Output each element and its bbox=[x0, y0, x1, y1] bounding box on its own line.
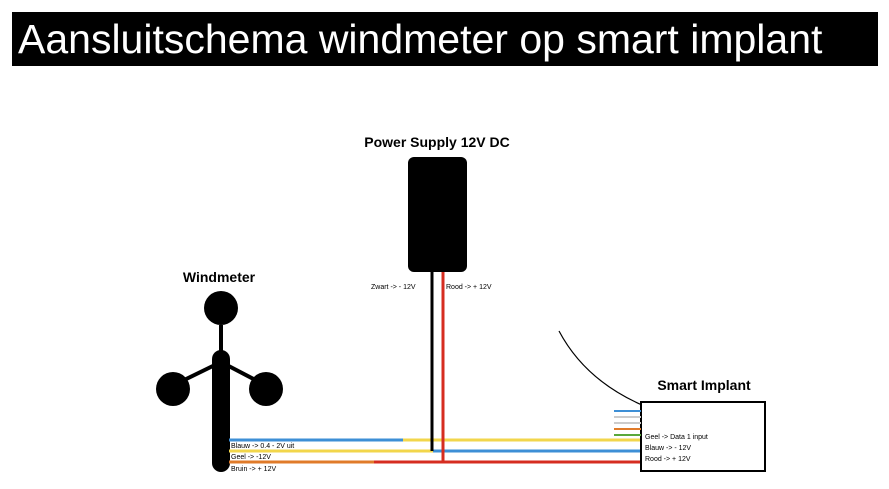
windmeter-label: Windmeter bbox=[183, 269, 256, 285]
power-supply-label: Power Supply 12V DC bbox=[364, 134, 509, 150]
implant-wire-yellow-label: Geel -> Data 1 input bbox=[645, 434, 708, 441]
smart-implant-box bbox=[640, 401, 766, 472]
windmeter-wire-brown-label: Bruin -> + 12V bbox=[231, 466, 276, 473]
page-title: Aansluitschema windmeter op smart implan… bbox=[12, 12, 878, 66]
windmeter-wire-blue-label: Blauw -> 0.4 - 2V uit bbox=[231, 443, 294, 450]
windmeter-icon bbox=[156, 291, 283, 472]
power-supply-black-wire-label: Zwart -> - 12V bbox=[371, 284, 416, 291]
windmeter-wire-yellow-label: Geel -> -12V bbox=[231, 454, 271, 461]
power-supply-red-wire-label: Rood -> + 12V bbox=[446, 284, 492, 291]
implant-wire-red-label: Rood -> + 12V bbox=[645, 456, 691, 463]
smart-implant-label: Smart Implant bbox=[657, 377, 751, 393]
power-supply-box bbox=[408, 157, 467, 272]
antenna-wire bbox=[558, 330, 643, 406]
implant-wire-blue-label: Blauw -> - 12V bbox=[645, 445, 691, 452]
